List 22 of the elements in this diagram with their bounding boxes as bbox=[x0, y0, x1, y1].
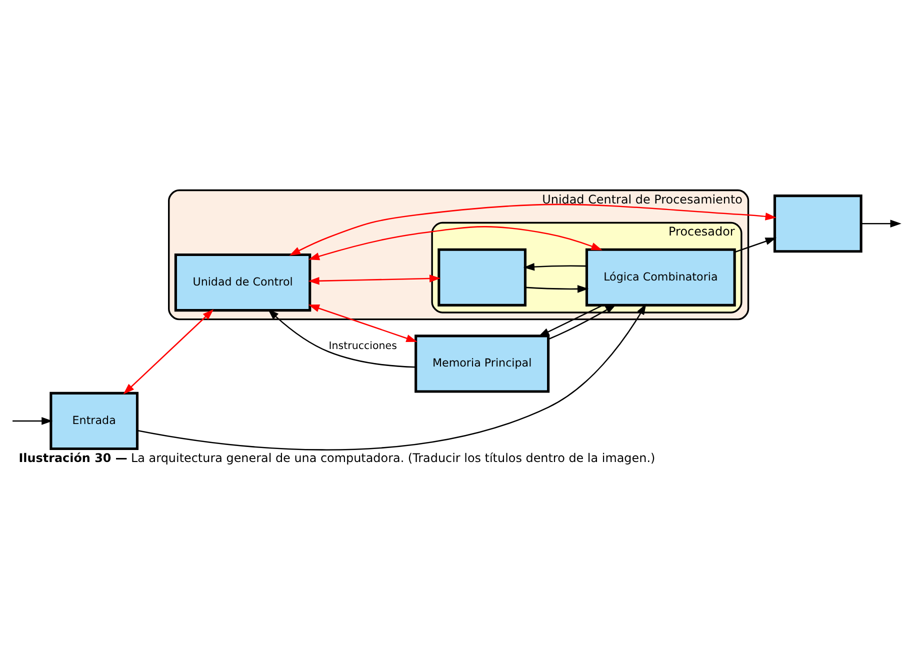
node-box: Entrada bbox=[50, 391, 139, 450]
node-box: Memoria Principal bbox=[414, 334, 550, 392]
node-box bbox=[773, 194, 862, 252]
arrow bbox=[525, 284, 589, 292]
arrow bbox=[268, 308, 416, 368]
arrow bbox=[308, 304, 418, 342]
node-box: Unidad de Control bbox=[174, 253, 312, 312]
arrow bbox=[308, 226, 602, 260]
arrow bbox=[861, 219, 902, 227]
arrow bbox=[12, 416, 53, 424]
arrow bbox=[548, 304, 616, 340]
arrow bbox=[308, 274, 441, 284]
node-box: Lógica Combinatoria bbox=[585, 248, 736, 306]
edge-label: Instrucciones bbox=[328, 339, 397, 352]
arrow bbox=[289, 203, 776, 256]
arrow bbox=[123, 308, 214, 394]
arrow bbox=[523, 262, 587, 270]
node-box bbox=[438, 248, 526, 306]
caption: Ilustración 30 — La arquitectura general de una computadora. (Traducir los títulos dentro de la imagen.) bbox=[18, 450, 656, 465]
arrow bbox=[734, 237, 777, 252]
arrow bbox=[137, 303, 646, 450]
arrow bbox=[538, 304, 603, 336]
